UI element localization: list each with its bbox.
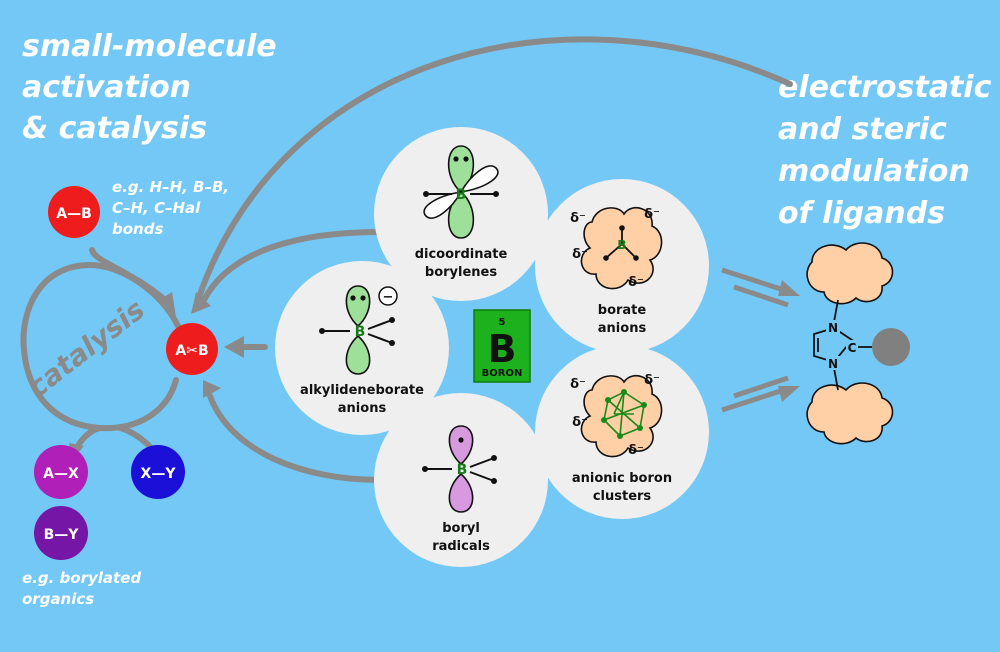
label-clusters-2: clusters — [593, 489, 652, 504]
borate-cloud — [580, 206, 663, 290]
heading-right-line-2: and steric — [778, 112, 947, 147]
arrowhead-bottom — [203, 380, 221, 398]
substituent-cloud-top — [806, 242, 894, 305]
label-clusters-1: anionic boron — [572, 471, 672, 486]
delta-charge: δ⁻ — [570, 211, 586, 226]
molecule-xy: X—Y — [131, 445, 185, 499]
molecule-ab-cleaved: A✂B — [166, 323, 218, 375]
delta-charge: δ⁻ — [572, 415, 588, 430]
label-dicoordinate-2: borylenes — [425, 265, 497, 280]
heading-left-line-1: small-molecule — [22, 29, 277, 64]
lobe-empty-left — [423, 190, 463, 219]
label-dicoordinate-1: dicoordinate — [415, 247, 508, 262]
element-symbol: B — [488, 327, 517, 371]
note-bonds-line-1: e.g. H–H, B–B, — [112, 178, 229, 196]
svg-text:B—Y: B—Y — [44, 527, 80, 543]
delta-charge: δ⁻ — [644, 373, 660, 388]
atom-boron: B — [355, 324, 366, 340]
equilibrium-arrow-bottom — [721, 375, 800, 413]
svg-text:A✂B: A✂B — [175, 343, 208, 359]
note-organics-line-2: organics — [22, 590, 94, 608]
molecule-ax: A—X — [34, 445, 88, 499]
lobe-bottom — [448, 472, 474, 513]
heading-left-line-2: activation — [22, 70, 191, 105]
note-organics-line-1: e.g. borylated — [22, 569, 141, 587]
ligand-structure: N N C — [806, 242, 910, 445]
note-organics: e.g. borylated organics — [22, 569, 141, 608]
heading-left-line-3: & catalysis — [22, 111, 207, 146]
note-bonds-line-3: bonds — [112, 220, 163, 238]
atom-boron: B — [457, 462, 468, 478]
arrowhead-alkylidene — [224, 336, 244, 358]
clusters-structure: δ⁻ δ⁻ δ⁻ δ⁻ — [570, 373, 663, 458]
delta-charge: δ⁻ — [628, 275, 644, 290]
note-bonds-line-2: C–H, C–Hal — [112, 199, 201, 217]
heading-left: small-molecule activation & catalysis — [22, 29, 277, 146]
arrow-long-arc — [195, 36, 793, 303]
svg-text:A—X: A—X — [43, 466, 79, 482]
dicoordinate-structure: B — [423, 145, 499, 239]
element-name: BORON — [482, 368, 523, 379]
arrow-from-boryl — [207, 393, 383, 483]
substituent-cloud-bottom — [806, 382, 894, 445]
heading-right-line-4: of ligands — [778, 196, 945, 231]
catalysis-label: catalysis — [21, 293, 151, 404]
label-alkylidene-1: alkylideneborate — [300, 383, 424, 398]
molecule-ab: A—B — [48, 186, 100, 238]
svg-text:A—B: A—B — [56, 206, 92, 222]
delta-charge: δ⁻ — [628, 443, 644, 458]
lobe-bottom — [345, 334, 371, 375]
label-borate-1: borate — [598, 303, 647, 318]
element-box-boron: 5 B BORON — [473, 309, 531, 383]
heading-right-line-3: modulation — [778, 154, 970, 189]
note-bonds: e.g. H–H, B–B, C–H, C–Hal bonds — [112, 178, 229, 238]
arrow-from-dicoordinate — [201, 229, 383, 303]
molecule-by: B—Y — [34, 506, 88, 560]
label-boryl-2: radicals — [432, 539, 490, 554]
minus-charge — [378, 286, 398, 306]
label-alkylidene-2: anions — [338, 401, 387, 416]
atom-carbon: C — [848, 341, 857, 355]
atom-boron: B — [617, 238, 626, 252]
alkylidene-structure: − B — [319, 285, 398, 375]
heading-right-line-1: electrostatic — [778, 70, 992, 105]
atom-nitrogen: N — [828, 357, 838, 371]
delta-charge: δ⁻ — [570, 377, 586, 392]
arrow-ab-into-cycle — [89, 247, 168, 303]
heading-right: electrostatic and steric modulation of l… — [778, 70, 992, 231]
lobe-empty-right — [459, 165, 499, 194]
element-number: 5 — [499, 317, 506, 328]
equilibrium-arrow-top — [721, 267, 800, 308]
svg-text:X—Y: X—Y — [141, 466, 177, 482]
delta-charge: δ⁻ — [644, 207, 660, 222]
imidazole-ring — [813, 327, 854, 364]
lobe-bottom — [447, 190, 475, 239]
arrowhead-top — [191, 292, 211, 314]
minus-sign: − — [383, 290, 394, 305]
atom-boron: B — [456, 187, 467, 203]
label-borate-2: anions — [598, 321, 647, 336]
lobe-top — [448, 425, 474, 466]
delta-charge: δ⁻ — [572, 247, 588, 262]
borate-structure: B δ⁻ δ⁻ δ⁻ δ⁻ — [570, 206, 663, 290]
metal-center — [872, 328, 910, 366]
label-boryl-1: boryl — [442, 521, 480, 536]
arrowhead-cycle-in — [159, 292, 176, 317]
atom-nitrogen: N — [828, 321, 838, 335]
boryl-structure: B — [422, 425, 497, 513]
